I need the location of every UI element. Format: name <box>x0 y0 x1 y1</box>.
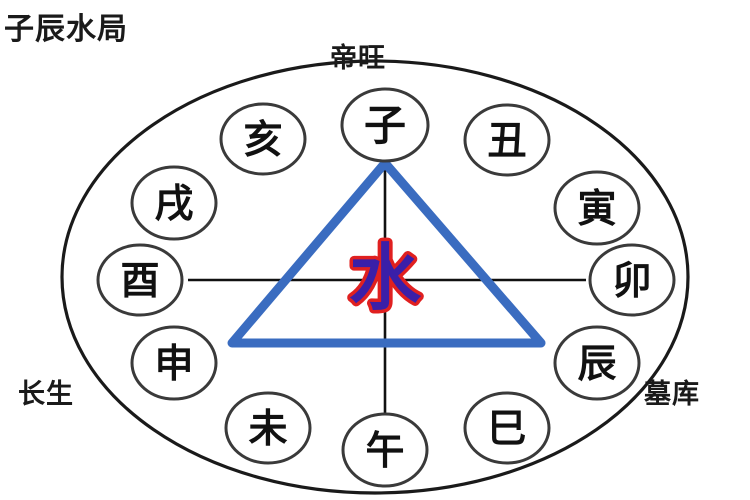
branch-yin-label: 寅 <box>577 187 616 232</box>
branch-chen-circle <box>553 325 641 401</box>
branch-xu[interactable]: 戌 <box>130 165 218 241</box>
branch-si-label: 巳 <box>487 407 526 452</box>
branch-shen-label: 申 <box>154 342 193 387</box>
branch-si[interactable]: 巳 <box>463 391 551 465</box>
stage-label-bottom-left-changsheng: 长生 <box>18 379 74 410</box>
branch-yin-circle <box>553 170 641 246</box>
water-trinity-triangle <box>227 158 546 348</box>
branch-xu-circle <box>130 165 218 241</box>
branch-zi-label: 子 <box>364 101 406 150</box>
branch-wei-circle <box>224 391 312 465</box>
diagram-title-label: 子辰水局 <box>4 12 128 47</box>
branch-mao[interactable]: 卯 <box>588 243 676 317</box>
branch-wu-label: 午 <box>365 429 404 474</box>
stage-label-bottom-right-muku: 墓库 <box>644 379 700 410</box>
branch-zi-circle <box>340 87 430 163</box>
branch-hai-circle <box>219 102 307 176</box>
stage-label-top-diwang: 帝旺 <box>330 43 386 74</box>
branch-chou-circle <box>463 103 551 177</box>
branch-chen-label: 辰 <box>577 342 616 387</box>
branch-hai[interactable]: 亥 <box>219 102 307 176</box>
branch-wei-label: 未 <box>248 407 287 452</box>
branch-shen[interactable]: 申 <box>130 325 218 401</box>
branch-wei[interactable]: 未 <box>224 391 312 465</box>
center-element-glyph-outline: 水 <box>349 236 422 320</box>
branch-wu-circle <box>341 412 429 488</box>
branch-xu-label: 戌 <box>154 182 193 227</box>
branch-hai-label: 亥 <box>243 118 282 163</box>
center-element-glyph: 水 <box>349 236 422 320</box>
branch-chou-label: 丑 <box>487 119 526 164</box>
branch-mao-label: 卯 <box>612 259 651 304</box>
branch-chen[interactable]: 辰 <box>553 325 641 401</box>
branch-zi[interactable]: 子 <box>340 87 430 163</box>
branch-chou[interactable]: 丑 <box>463 103 551 177</box>
branch-wu[interactable]: 午 <box>341 412 429 488</box>
branch-mao-circle <box>588 243 676 317</box>
branch-you[interactable]: 酉 <box>96 243 184 317</box>
branch-yin[interactable]: 寅 <box>553 170 641 246</box>
branch-you-label: 酉 <box>120 259 159 304</box>
branch-shen-circle <box>130 325 218 401</box>
branch-you-circle <box>96 243 184 317</box>
branch-si-circle <box>463 391 551 465</box>
